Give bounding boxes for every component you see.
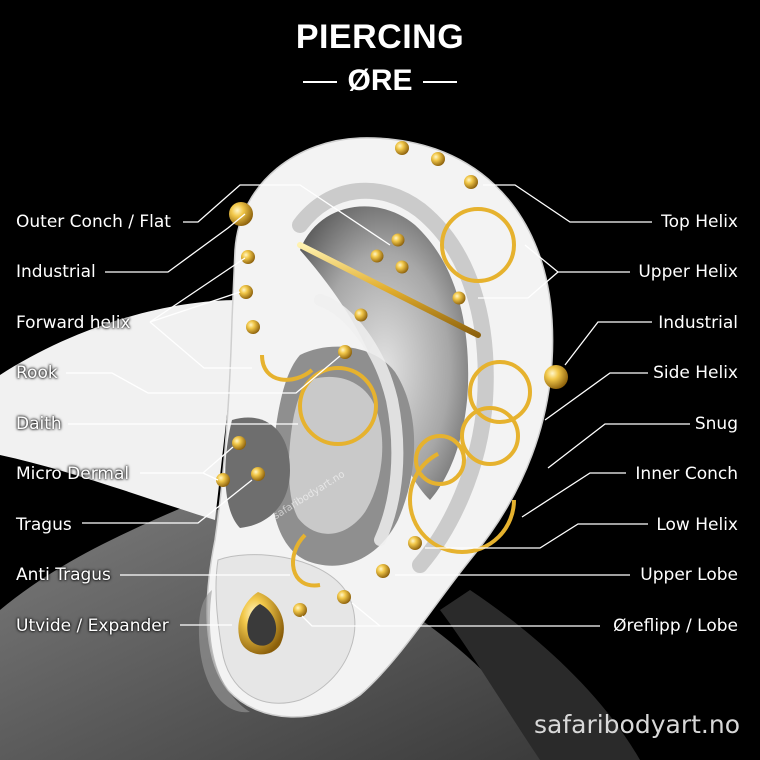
lobe xyxy=(215,554,356,704)
leader-inner-conch xyxy=(521,472,626,518)
micro-dermal-2 xyxy=(216,473,230,487)
lobe-stud-2 xyxy=(293,603,307,617)
snug-ring xyxy=(460,406,520,466)
label-low-helix: Low Helix xyxy=(656,515,738,535)
label-rook: Rook xyxy=(16,363,58,383)
label-oreflipp-lobe: Øreflipp / Lobe xyxy=(613,616,738,636)
upper-cavity xyxy=(300,206,469,500)
rook-ring xyxy=(260,354,314,382)
dash-left xyxy=(303,81,338,84)
top-helix-stud-1 xyxy=(395,141,409,155)
inner-conch-ring xyxy=(414,434,466,486)
page-title: PIERCING xyxy=(295,18,465,56)
industrial-bar-upper xyxy=(297,242,481,338)
label-tragus: Tragus xyxy=(16,515,72,535)
label-upper-helix: Upper Helix xyxy=(638,262,738,282)
low-helix-ring xyxy=(408,446,516,554)
stud-e xyxy=(354,308,368,322)
concha-inner xyxy=(288,376,383,534)
industrial-ball-right xyxy=(544,365,568,389)
stud-d xyxy=(452,291,466,305)
leader-upper-helix-b xyxy=(478,271,559,299)
micro-dermal-1 xyxy=(232,436,246,450)
leader-industrial-left xyxy=(105,213,246,273)
anti-tragus-ring xyxy=(291,533,321,588)
leader-top-helix xyxy=(483,184,652,223)
stud-c xyxy=(395,260,409,274)
outer-conch-ball xyxy=(229,202,253,226)
cheek xyxy=(0,300,240,520)
upper-helix-ring xyxy=(440,207,516,283)
label-micro-dermal: Micro Dermal xyxy=(16,464,130,484)
lobe-shade xyxy=(198,590,250,713)
dash-right xyxy=(422,81,457,84)
rook-ball xyxy=(338,345,352,359)
top-helix-stud-2 xyxy=(431,152,445,166)
label-industrial-right: Industrial xyxy=(658,313,738,333)
stud-b xyxy=(370,249,384,263)
label-top-helix: Top Helix xyxy=(661,212,738,232)
side-helix-ring xyxy=(468,360,532,424)
label-inner-conch: Inner Conch xyxy=(635,464,738,484)
stud-a xyxy=(391,233,405,247)
leader-outer-conch xyxy=(183,184,391,246)
expander-hole xyxy=(247,604,277,646)
neck-shadow xyxy=(440,590,640,760)
leader-industrial-right xyxy=(564,321,652,366)
label-anti-tragus: Anti Tragus xyxy=(16,565,111,585)
page-subtitle: ØRE xyxy=(0,64,760,98)
lobe-stud-1 xyxy=(337,590,351,604)
label-upper-lobe: Upper Lobe xyxy=(640,565,738,585)
forward-helix-stud-2 xyxy=(239,285,253,299)
leader-lines xyxy=(66,184,690,627)
leader-low-helix xyxy=(425,523,648,549)
label-industrial-left: Industrial xyxy=(16,262,96,282)
label-outer-conch-flat: Outer Conch / Flat xyxy=(16,212,171,232)
leader-rook xyxy=(66,355,341,394)
leader-tragus xyxy=(82,479,253,524)
label-forward-helix: Forward helix xyxy=(16,313,131,333)
label-snug: Snug xyxy=(694,414,738,434)
top-helix-stud-3 xyxy=(464,175,478,189)
forward-helix-stud-1 xyxy=(241,250,255,264)
leader-side-helix xyxy=(544,372,648,421)
leader-forward-helix-3 xyxy=(149,321,252,369)
daith-ring xyxy=(298,366,378,446)
leader-lobe-2 xyxy=(301,615,380,627)
helix-rim-shadow xyxy=(292,182,494,573)
forward-helix-stud-3 xyxy=(246,320,260,334)
upper-lobe-stud xyxy=(376,564,390,578)
label-side-helix: Side Helix xyxy=(653,363,738,383)
micro-dermal-3 xyxy=(251,467,265,481)
label-daith: Daith xyxy=(16,414,62,434)
brand-footer: safaribodyart.no xyxy=(533,710,740,739)
leader-forward-helix-1 xyxy=(149,257,246,323)
leader-forward-helix-2 xyxy=(149,291,241,323)
low-helix-stud xyxy=(408,536,422,550)
label-utvide-expander: Utvide / Expander xyxy=(16,616,169,636)
leader-snug xyxy=(547,423,690,469)
antihelix xyxy=(314,294,404,546)
leader-micro-dermal-2 xyxy=(202,472,219,481)
subtitle-text: ØRE xyxy=(347,64,413,97)
